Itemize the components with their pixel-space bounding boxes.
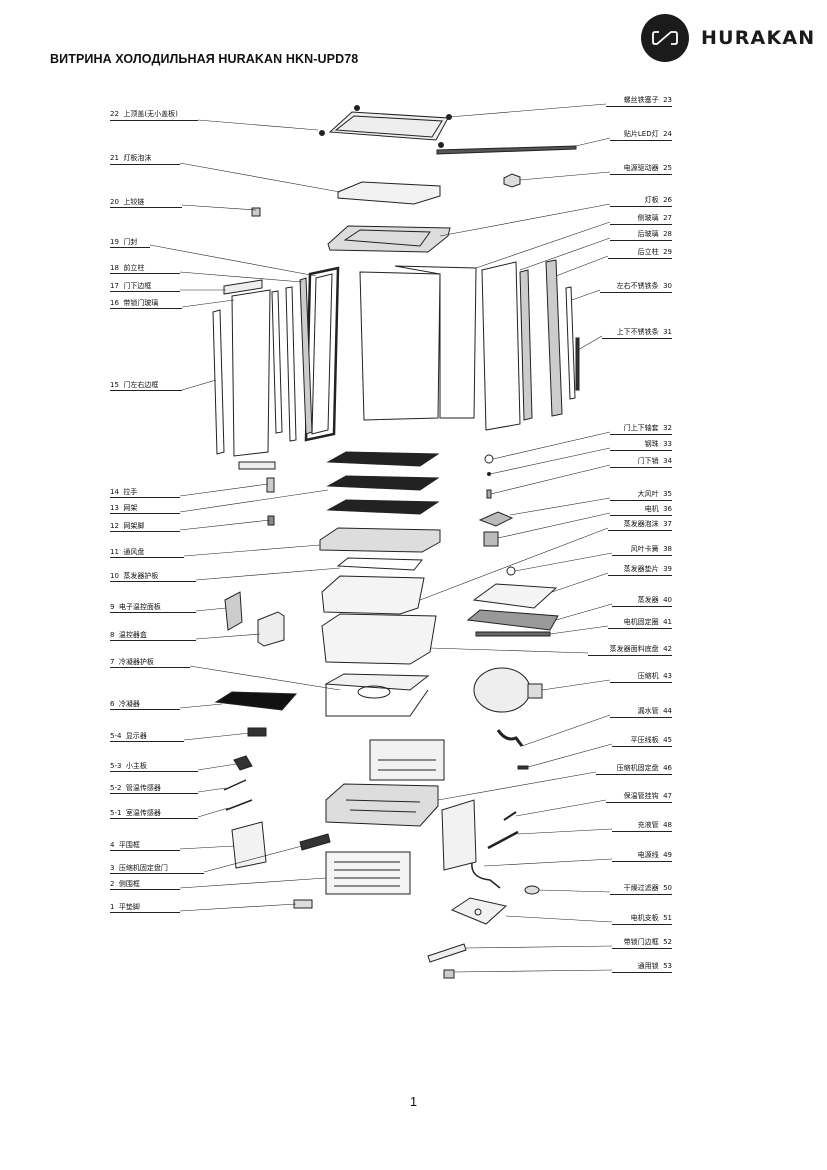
part-label-9: 9 电子温控面板 <box>110 603 161 611</box>
part-label-38: 风叶卡簧 38 <box>630 545 672 553</box>
part-label-15: 15 门左右边框 <box>110 381 159 389</box>
part-label-16: 16 带锁门玻璃 <box>110 299 159 307</box>
part-label-41: 电机固定圈 41 <box>623 618 672 626</box>
part-label-26: 灯板 26 <box>644 196 672 204</box>
part-label-5-1: 5-1 室温传感器 <box>110 809 161 817</box>
part-label-48: 充液管 48 <box>637 821 672 829</box>
part-label-5-3: 5-3 小主板 <box>110 762 147 770</box>
part-label-51: 电机支板 51 <box>630 914 672 922</box>
part-label-47: 保温管挂钩 47 <box>623 792 672 800</box>
part-label-12: 12 网架脚 <box>110 522 145 530</box>
brand-logo: HURAKAN <box>641 14 815 62</box>
part-label-14: 14 拉手 <box>110 488 138 496</box>
part-label-45: 平压线板 45 <box>630 736 672 744</box>
part-label-17: 17 门下边框 <box>110 282 152 290</box>
part-label-10: 10 蒸发器护板 <box>110 572 159 580</box>
part-label-28: 后玻璃 28 <box>637 230 672 238</box>
part-label-20: 20 上铰链 <box>110 198 145 206</box>
part-label-21: 21 灯板泡沫 <box>110 154 152 162</box>
part-label-36: 电机 36 <box>644 505 672 513</box>
part-label-24: 贴片LED灯 24 <box>623 130 672 138</box>
document-title: ВИТРИНА ХОЛОДИЛЬНАЯ HURAKAN HKN-UPD78 <box>50 52 359 66</box>
part-label-6: 6 冷凝器 <box>110 700 140 708</box>
part-label-1: 1 平垫脚 <box>110 903 140 911</box>
part-label-7: 7 冷凝器护板 <box>110 658 154 666</box>
part-label-40: 蒸发器 40 <box>637 596 672 604</box>
brand-name: HURAKAN <box>701 27 816 49</box>
page-number: 1 <box>409 1094 418 1109</box>
part-label-5-2: 5-2 管温传感器 <box>110 784 161 792</box>
part-label-13: 13 网架 <box>110 504 138 512</box>
part-label-35: 大风叶 35 <box>637 490 672 498</box>
part-label-11: 11 通风盘 <box>110 548 145 556</box>
part-label-18: 18 前立柱 <box>110 264 145 272</box>
part-label-25: 电源驱动器 25 <box>623 164 672 172</box>
part-label-33: 钢珠 33 <box>644 440 672 448</box>
part-label-2: 2 侧围框 <box>110 880 140 888</box>
part-label-4: 4 平围框 <box>110 841 140 849</box>
part-label-52: 带锁门边框 52 <box>623 938 672 946</box>
part-label-3: 3 压缩机固定盘门 <box>110 864 168 872</box>
part-label-23: 螺丝铁塞子 23 <box>623 96 672 104</box>
part-label-43: 压缩机 43 <box>637 672 672 680</box>
part-label-42: 蒸发器面料底盘 42 <box>609 645 672 653</box>
part-label-44: 漏水管 44 <box>637 707 672 715</box>
part-label-19: 19 门封 <box>110 238 138 246</box>
part-label-32: 门上下轴套 32 <box>623 424 672 432</box>
hurakan-logo-icon <box>641 14 689 62</box>
part-label-53: 通用锁 53 <box>637 962 672 970</box>
part-label-31: 上下不锈铁条 31 <box>616 328 672 336</box>
part-label-29: 后立柱 29 <box>637 248 672 256</box>
part-label-5-4: 5-4 显示器 <box>110 732 147 740</box>
part-label-22: 22 上顶盖(无小盖板) <box>110 110 178 118</box>
part-label-34: 门下销 34 <box>637 457 672 465</box>
part-label-49: 电源线 49 <box>637 851 672 859</box>
part-label-30: 左右不锈铁条 30 <box>616 282 672 290</box>
part-label-46: 压缩机固定盘 46 <box>616 764 672 772</box>
part-label-8: 8 温控器盒 <box>110 631 147 639</box>
part-label-39: 蒸发器垫片 39 <box>623 565 672 573</box>
part-label-37: 蒸发器泡沫 37 <box>623 520 672 528</box>
part-label-50: 干燥过滤器 50 <box>623 884 672 892</box>
part-label-27: 侧玻璃 27 <box>637 214 672 222</box>
